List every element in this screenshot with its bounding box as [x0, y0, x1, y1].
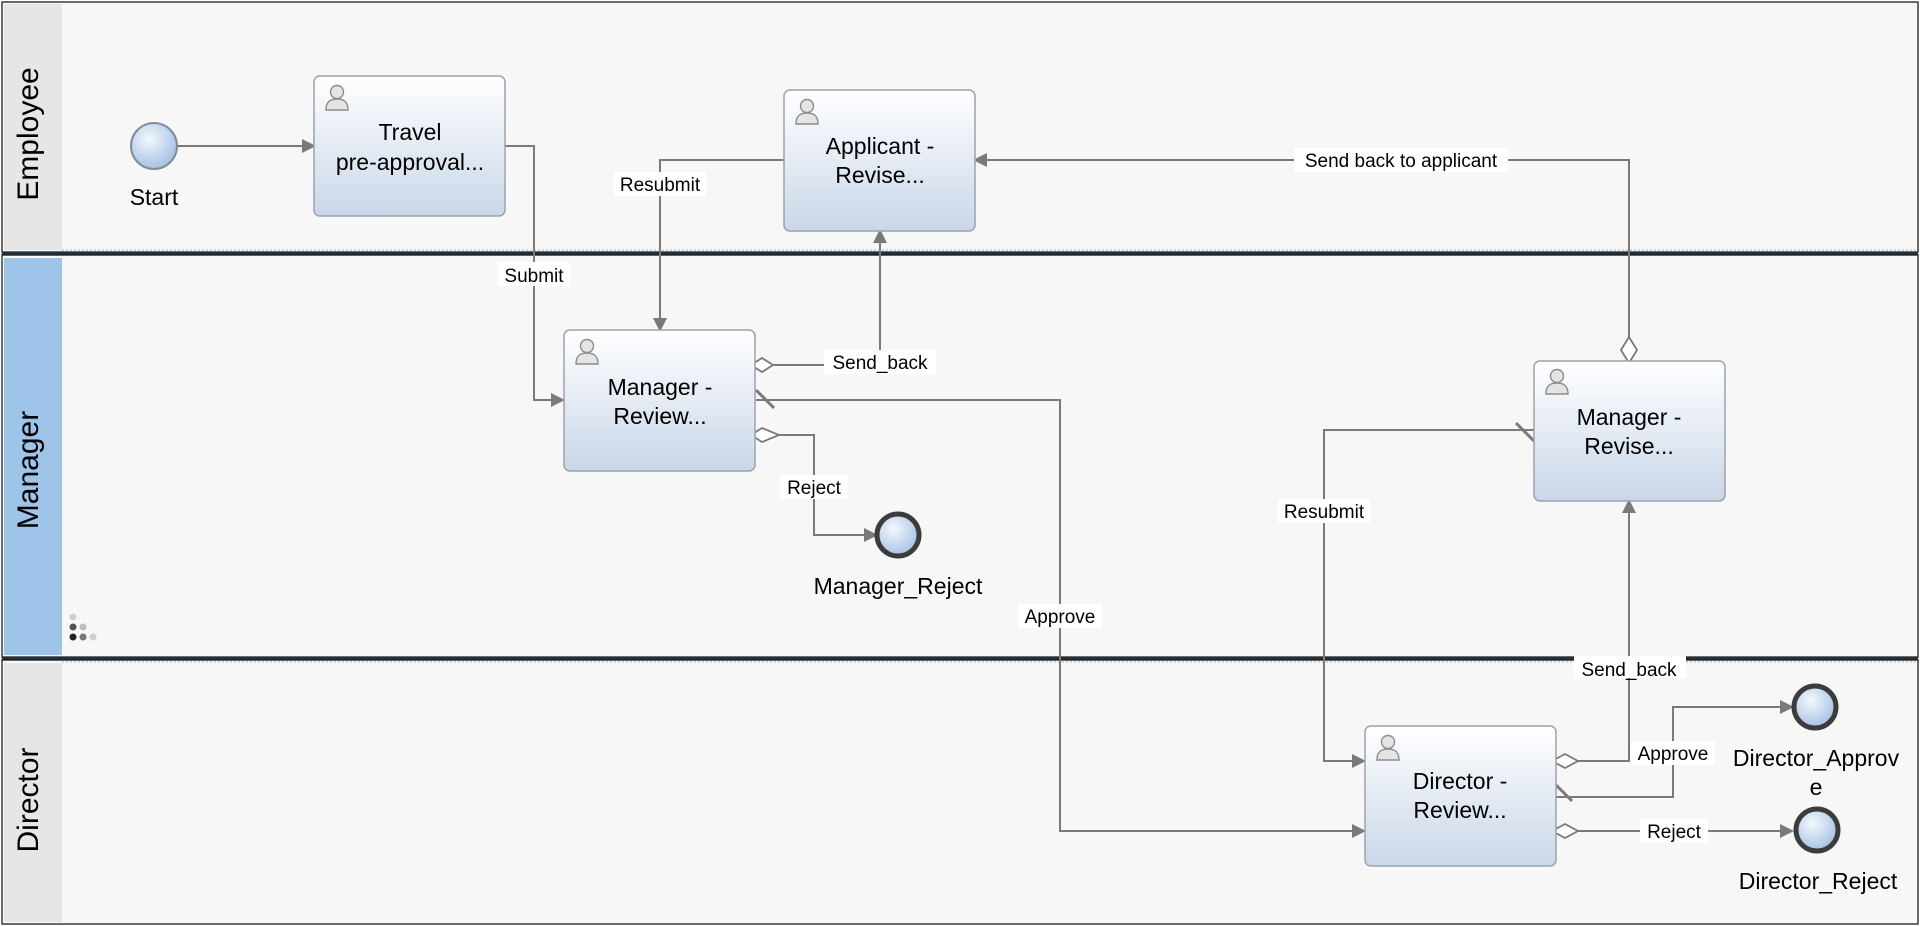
start-event[interactable]: Start	[130, 122, 179, 210]
svg-text:Revise...: Revise...	[1584, 433, 1673, 459]
end-event-director-reject[interactable]: Director_Reject	[1739, 806, 1898, 894]
svg-text:Send_back: Send_back	[832, 353, 928, 374]
svg-text:Approve: Approve	[1025, 607, 1096, 628]
svg-text:Manager -: Manager -	[1577, 404, 1682, 430]
end-event-manager-reject[interactable]: Manager_Reject	[814, 511, 983, 599]
end-event-director-approve[interactable]: Director_Approv e	[1733, 683, 1900, 800]
task-applicant-revise[interactable]: Applicant - Revise...	[783, 89, 976, 232]
default-flow-marker	[1554, 783, 1574, 803]
svg-text:Resubmit: Resubmit	[1284, 502, 1365, 523]
flow-label-send-back-manager: Send_back	[824, 350, 936, 374]
svg-text:Manager_Reject: Manager_Reject	[814, 573, 983, 599]
lane-label-employee: Employee	[12, 67, 45, 200]
svg-text:Reject: Reject	[787, 478, 842, 499]
svg-text:Applicant -: Applicant -	[826, 133, 935, 159]
svg-text:Start: Start	[130, 184, 179, 210]
flow-label-approve-director: Approve	[1631, 741, 1715, 765]
lane-header-director[interactable]	[4, 663, 62, 922]
default-flow-marker	[754, 388, 776, 410]
flow-send-back-to-applicant[interactable]	[973, 153, 1630, 363]
svg-text:Send_back: Send_back	[1581, 660, 1677, 681]
conditional-marker	[749, 356, 775, 374]
svg-text:Send back to applicant: Send back to applicant	[1305, 151, 1498, 172]
flow-label-send-back-to-applicant: Send back to applicant	[1294, 148, 1508, 172]
svg-text:Travel: Travel	[378, 119, 441, 145]
svg-text:Review...: Review...	[1413, 797, 1506, 823]
lane-header-employee[interactable]	[4, 4, 62, 250]
flow-resubmit-manager[interactable]	[1323, 429, 1534, 768]
svg-text:Director_Approv: Director_Approv	[1733, 745, 1900, 771]
flow-label-reject-manager: Reject	[780, 475, 848, 499]
svg-text:Manager -: Manager -	[608, 374, 713, 400]
task-director-review[interactable]: Director - Review...	[1364, 725, 1557, 867]
svg-text:Submit: Submit	[504, 266, 564, 287]
svg-text:Director -: Director -	[1413, 768, 1508, 794]
default-flow-marker	[1514, 421, 1536, 443]
svg-text:pre-approval...: pre-approval...	[336, 149, 484, 175]
lane-label-manager: Manager	[12, 411, 45, 529]
svg-text:Director_Reject: Director_Reject	[1739, 868, 1898, 894]
flow-label-reject-director: Reject	[1640, 819, 1708, 843]
flow-label-submit: Submit	[498, 262, 570, 287]
svg-text:Approve: Approve	[1638, 744, 1709, 765]
task-manager-review[interactable]: Manager - Review...	[563, 329, 756, 472]
lane-director: Director	[1, 659, 1919, 925]
flow-label-approve-manager: Approve	[1018, 604, 1102, 628]
flow-label-send-back-director: Send_back	[1574, 656, 1686, 681]
dots-icon[interactable]	[69, 613, 97, 641]
svg-text:e: e	[1810, 774, 1823, 800]
conditional-marker	[1550, 822, 1580, 840]
flow-send-back-director[interactable]	[1578, 499, 1636, 762]
svg-text:Reject: Reject	[1647, 822, 1702, 843]
conditional-marker	[749, 426, 782, 444]
svg-text:Revise...: Revise...	[835, 162, 924, 188]
flow-resubmit-employee[interactable]	[653, 159, 784, 332]
task-manager-revise[interactable]: Manager - Revise...	[1533, 360, 1726, 502]
lane-label-director: Director	[12, 747, 45, 852]
conditional-marker	[1550, 752, 1580, 770]
lane-header-manager[interactable]	[4, 258, 62, 655]
flow-label-resubmit-manager: Resubmit	[1278, 499, 1370, 523]
flow-label-resubmit-employee: Resubmit	[614, 172, 706, 196]
svg-text:Resubmit: Resubmit	[620, 175, 701, 196]
svg-text:Review...: Review...	[613, 403, 706, 429]
task-travel-pre-approval[interactable]: Travel pre-approval...	[313, 75, 506, 217]
